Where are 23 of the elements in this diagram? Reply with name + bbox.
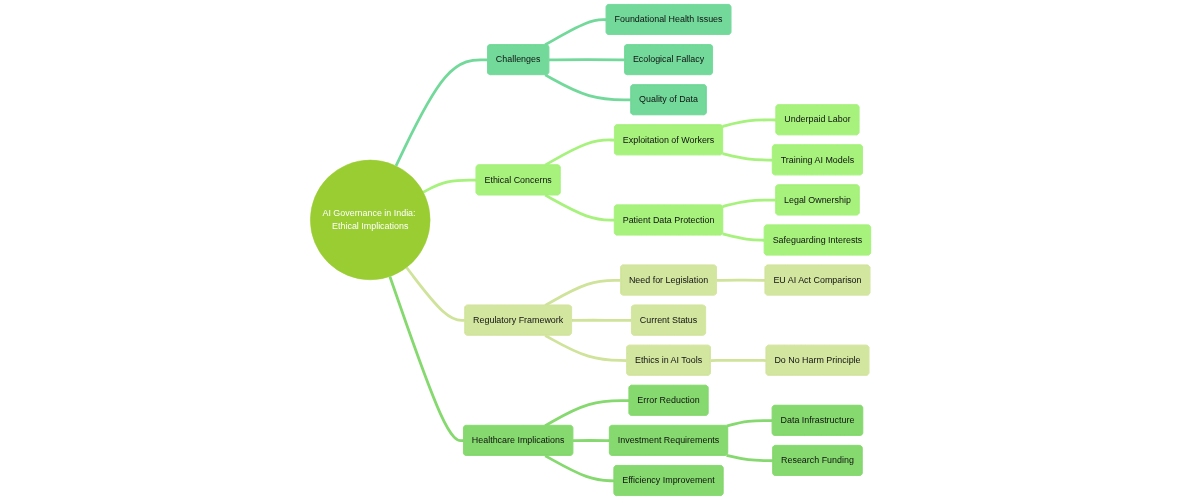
- connector: [544, 454, 615, 483]
- connector: [549, 58, 625, 62]
- connector: [722, 198, 776, 208]
- connector: [722, 232, 765, 242]
- node-circle: AI Governance in India: Ethical Implications: [310, 159, 431, 281]
- connector: [388, 276, 464, 443]
- connector: [405, 266, 466, 322]
- connector: [544, 334, 627, 362]
- connector: [726, 419, 773, 428]
- connector: [571, 318, 632, 322]
- connector: [544, 73, 631, 102]
- connector: [544, 193, 615, 222]
- connector: [722, 118, 777, 128]
- connector: [422, 178, 477, 194]
- connector: [544, 278, 621, 307]
- connector: [544, 399, 630, 427]
- connector: [394, 58, 488, 167]
- connector: [710, 358, 767, 362]
- connector: [573, 439, 610, 443]
- connector: [716, 278, 766, 282]
- connector: [726, 454, 773, 463]
- connector: [544, 18, 607, 47]
- connector: [722, 152, 773, 162]
